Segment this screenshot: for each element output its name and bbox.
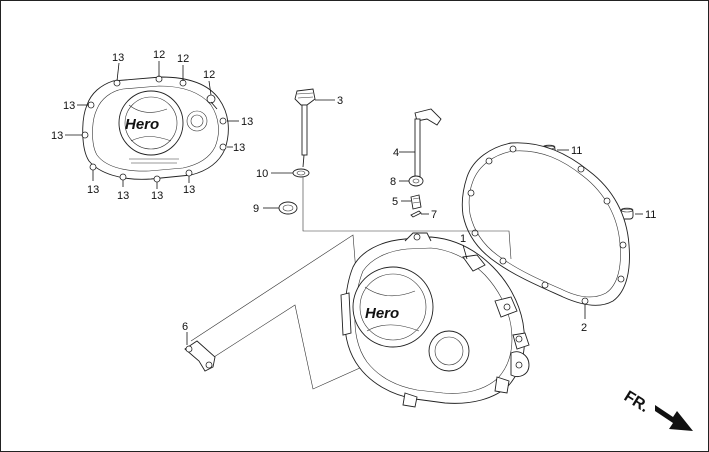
part-2-gasket: 2 bbox=[461, 142, 630, 334]
part-7-pin: 7 bbox=[410, 209, 437, 221]
callout-13: 13 bbox=[233, 142, 245, 154]
callout-8: 8 bbox=[390, 176, 396, 188]
part-4-shaft: 4 bbox=[393, 108, 442, 178]
callout-13: 13 bbox=[63, 100, 75, 112]
part-6-bracket: 6 bbox=[182, 321, 216, 372]
direction-label: FR. bbox=[621, 388, 652, 416]
front-arrow-icon bbox=[655, 405, 693, 431]
callout-4: 4 bbox=[393, 147, 399, 159]
callout-11: 11 bbox=[571, 145, 582, 157]
callout-3: 3 bbox=[337, 95, 343, 107]
callout-1: 1 bbox=[460, 233, 466, 245]
reference-crankcase-cover: Hero bbox=[81, 75, 229, 183]
callout-12: 12 bbox=[177, 53, 189, 65]
front-direction-indicator: FR. bbox=[621, 388, 693, 431]
callout-13: 13 bbox=[241, 116, 253, 128]
callout-13: 13 bbox=[51, 130, 63, 142]
callout-5: 5 bbox=[392, 196, 398, 208]
part-10-o-ring: 10 bbox=[256, 168, 310, 180]
part-8-bush: 8 bbox=[390, 175, 424, 188]
part-9-oil-seal: 9 bbox=[253, 201, 298, 215]
callout-13: 13 bbox=[112, 52, 124, 64]
callout-12: 12 bbox=[203, 69, 215, 81]
callout-2: 2 bbox=[581, 322, 587, 334]
callout-13: 13 bbox=[117, 190, 129, 202]
callout-13: 13 bbox=[151, 190, 163, 202]
part-5-spring: 5 bbox=[392, 194, 422, 210]
callout-11: 11 bbox=[645, 209, 656, 221]
callout-9: 9 bbox=[253, 203, 259, 215]
callout-12: 12 bbox=[153, 49, 165, 61]
callout-10: 10 bbox=[256, 168, 268, 180]
callout-13: 13 bbox=[183, 184, 195, 196]
callout-7: 7 bbox=[431, 209, 437, 221]
callouts-reference-cover: 13 12 12 12 13 13 13 13 13 13 13 13 bbox=[51, 49, 253, 202]
callout-13: 13 bbox=[87, 184, 99, 196]
brand-logo-small: Hero bbox=[125, 116, 159, 133]
brand-logo-main: Hero bbox=[365, 305, 399, 322]
part-3-oil-dipstick: 3 bbox=[294, 88, 343, 168]
part-1-crankcase-cover: Hero 1 bbox=[340, 232, 530, 408]
callout-6: 6 bbox=[182, 321, 188, 333]
